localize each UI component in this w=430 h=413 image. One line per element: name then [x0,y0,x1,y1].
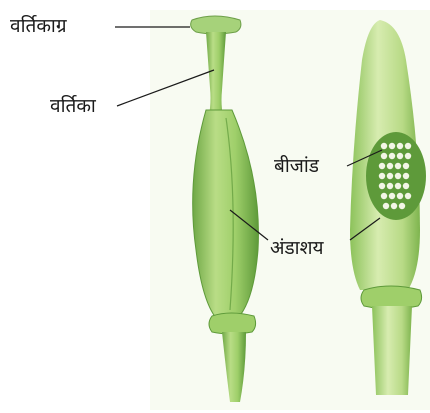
ovule-label: बीजांड [274,152,319,178]
ring-left [209,313,256,334]
ring-right [361,286,422,309]
stigma-shape [191,16,241,34]
ovary-label: अंडाशय [270,234,324,260]
stigma-label: वर्तिकाग्र [10,12,67,38]
pedicel-right [372,306,412,395]
style-label: वर्तिका [50,92,96,118]
